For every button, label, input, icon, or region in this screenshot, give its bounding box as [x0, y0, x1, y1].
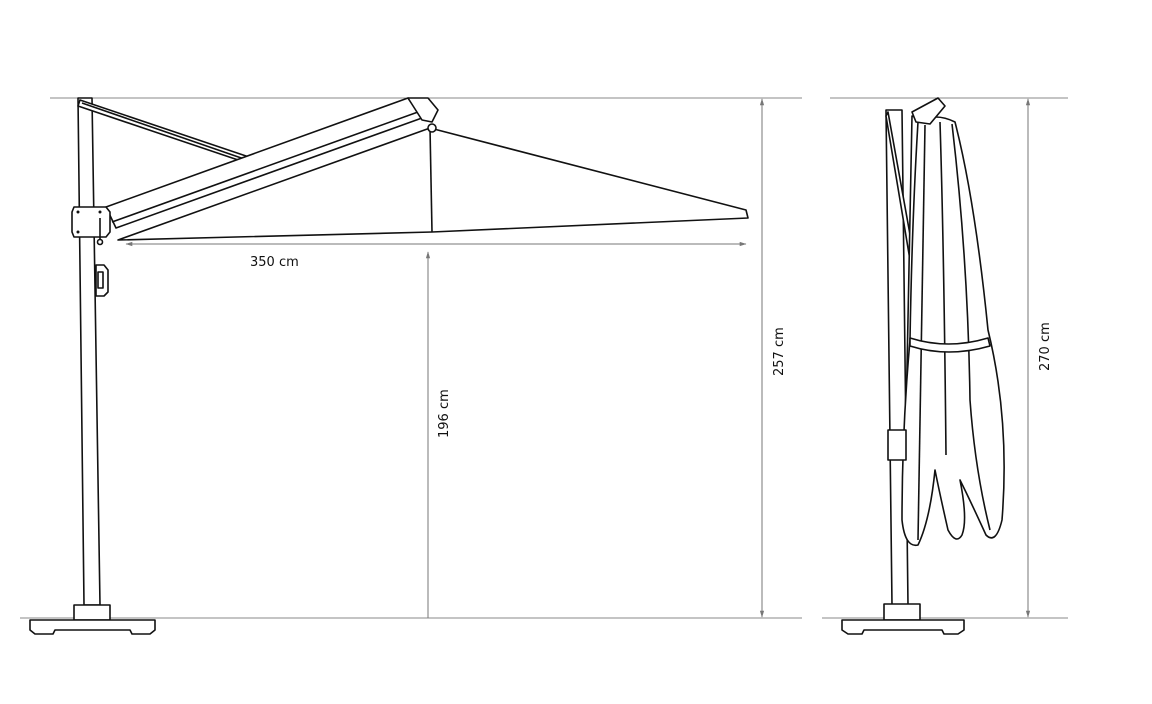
closed-height-label: 270 cm [1038, 322, 1053, 371]
top-joint [911, 97, 946, 125]
dimension-270: 270 cm [1025, 98, 1053, 618]
dimension-257: 257 cm [759, 98, 787, 618]
base-block [883, 603, 921, 621]
pole-bracket [887, 429, 907, 461]
base-block [73, 604, 111, 621]
folded-canopy [901, 116, 1005, 547]
base-plate [841, 619, 965, 635]
closed-umbrella-drawing [841, 97, 1005, 635]
dimension-350: 350 cm [125, 241, 747, 270]
pole [77, 97, 101, 606]
open-umbrella-drawing [29, 97, 749, 635]
dimension-196: 196 cm [425, 251, 452, 618]
span-label: 350 cm [250, 255, 299, 270]
base-plate [29, 619, 156, 635]
open-height-label: 257 cm [772, 327, 787, 376]
arm-joint [407, 97, 439, 123]
canopy [117, 127, 749, 241]
clearance-label: 196 cm [437, 389, 452, 438]
tie-band [909, 337, 991, 353]
